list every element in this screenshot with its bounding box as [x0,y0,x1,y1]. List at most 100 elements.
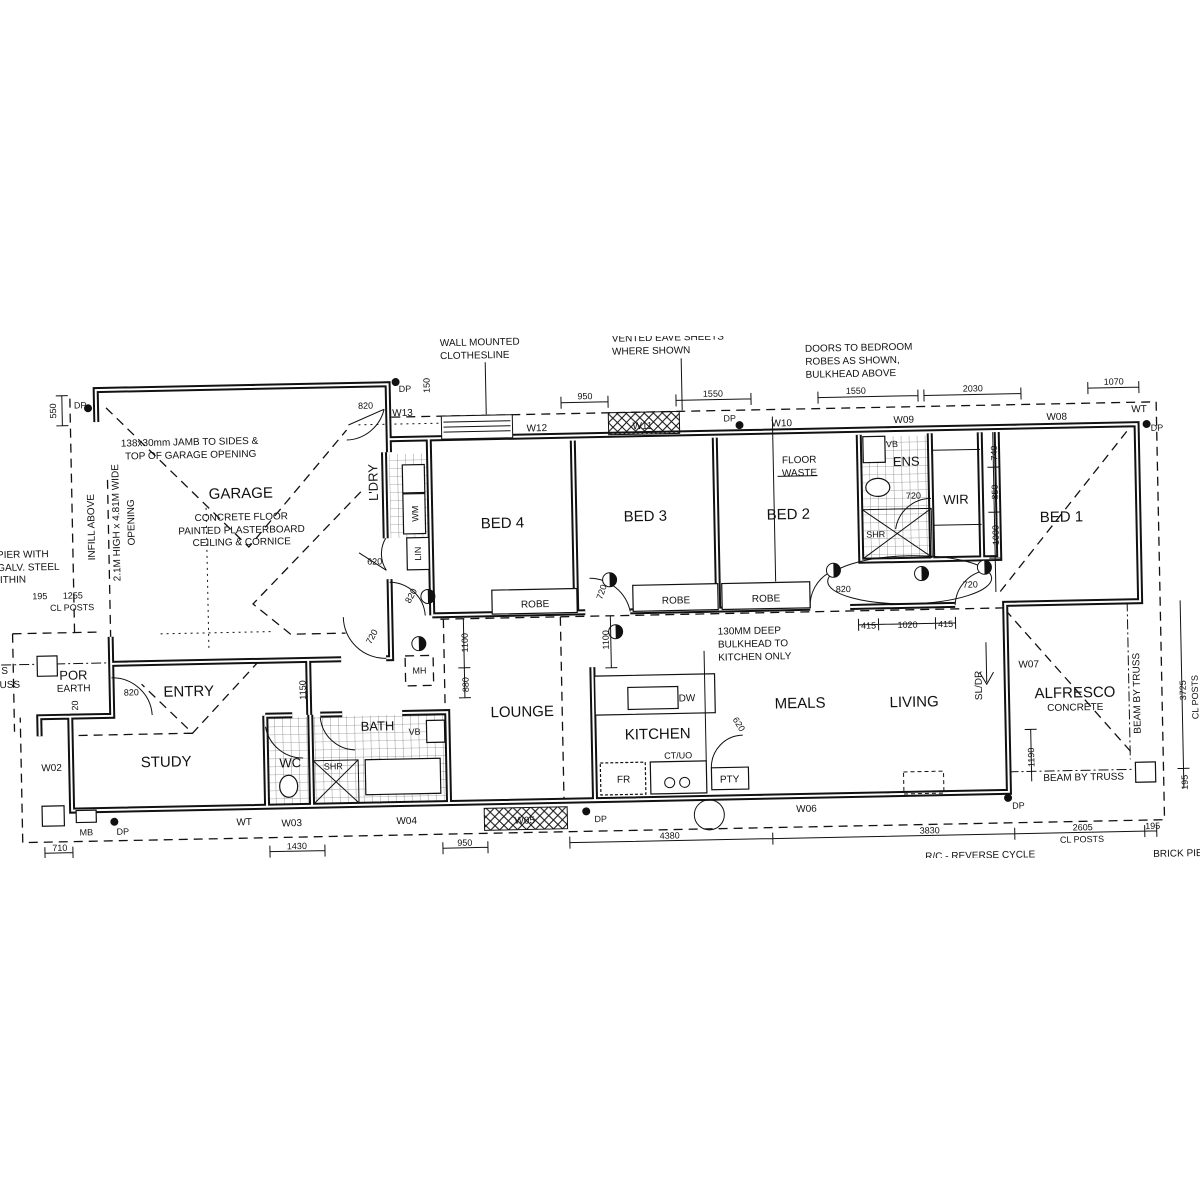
shower-label: SHR [866,529,886,539]
corner-pier [41,805,66,827]
room-study: STUDY [141,753,192,771]
garage-opening-note: 2.1M HIGH x 4.81M WIDE [110,464,123,582]
dimension-label: 1255 [63,590,83,600]
room-labels: GARAGE CONCRETE FLOOR PAINTED PLASTERBOA… [57,439,1116,786]
door-size-label: 720 [594,583,608,600]
robe-label: ROBE [521,599,550,611]
dimension-label: 3725 [1178,680,1188,700]
ensuite-toilet [865,477,891,498]
door-swing-garage [346,408,385,441]
room-laundry: L'DRY [365,464,381,502]
room-bed-1: BED 1 [1040,508,1084,526]
shower-label: SHR [324,761,344,771]
dimension-label: 195 [1145,821,1160,831]
room-bed-4: BED 4 [481,515,525,533]
door-swing-wc [264,726,304,759]
pier-note: PIER WITH [0,549,49,561]
downpipe-label: DP [74,400,87,410]
dimension-label: 2030 [963,383,983,393]
room-garage: GARAGE [209,485,274,503]
room-bed-3: BED 3 [623,508,667,526]
dimension-label: 850 [990,484,1000,499]
room-living: LIVING [889,693,939,711]
room-alfresco: ALFRESCO [1034,684,1115,703]
window-w08: W08 [1046,412,1067,423]
room-bed-2: BED 2 [766,506,810,524]
door-size-label: 720 [963,579,978,589]
garage-note: CEILING & CORNICE [192,536,291,549]
pantry-label: PTY [720,774,740,785]
water-tap-label: WT [1131,404,1147,415]
bathtub [364,757,442,796]
bottom-dimension-lines [44,824,1158,858]
eave-line [19,401,1166,844]
drawing-sheet: WALL MOUNTED CLOTHESLINE VENTED EAVE SHE… [0,331,1200,858]
window-labels: W13 W12 W11 W10 W09 W08 WT W07 W06 W05 W… [41,384,1163,838]
linen-cupboard [406,536,430,571]
pier-note: WITHIN [0,575,26,587]
alfresco-post [1134,761,1157,783]
vented-eave-note: VENTED EAVE SHEETS [612,331,725,344]
door-swing-entry [111,677,153,716]
left-truss-note: S [1,666,8,677]
fridge-space [599,761,647,796]
cl-posts-label: CL POSTS [1060,834,1104,845]
meter-box [75,809,97,824]
clothesline-note: CLOTHESLINE [440,350,510,362]
downpipe-label: DP [594,814,607,824]
misc-dimension-lines [55,395,1190,789]
garage-eave-line [11,398,112,732]
door-swing-pantry [710,734,743,768]
room-kitchen: KITCHEN [625,725,691,743]
window-w09: W09 [893,415,914,426]
left-truss-note: USS [0,680,21,691]
hall-bulkhead-ellipse [827,555,993,605]
room-wir: WIR [943,492,969,508]
washing-machine-label: WM [410,506,420,522]
pier-dimension: 20 [70,700,80,710]
dimension-label: 550 [48,403,58,418]
cl-posts-label: CL POSTS [50,602,94,613]
porch-earth-label: EARTH [57,683,91,695]
dimension-label: 195 [1180,775,1190,790]
bath-shower [312,759,360,805]
window-w05-hatch [483,806,569,831]
robe-bed3 [632,583,719,612]
fridge-label: FR [617,774,631,785]
ensuite-shower [861,507,933,560]
robe-bed4 [491,587,578,615]
infill-note: INFILL ABOVE [86,494,98,561]
alfresco-beam-lines [1008,601,1134,773]
robe-doors-note: DOORS TO BEDROOM [805,342,913,355]
dimension-label: 150 [422,378,432,393]
door-size-label: 820 [124,687,139,697]
window-w11-hatch [607,410,681,436]
window-w07: W07 [1018,659,1039,670]
robe-label: ROBE [752,593,781,605]
dimension-label: 415 [861,620,876,630]
alfresco-note: CONCRETE [1047,702,1104,714]
cooktop [649,760,708,795]
dimension-label: 1100 [460,633,470,653]
downpipes [84,378,1151,826]
door-size-label: 820 [836,584,851,594]
dishwasher-label: DW [679,693,696,704]
dimension-label: 415 [938,619,953,629]
robe-doors-note: BULKHEAD ABOVE [805,368,896,381]
por-post [36,655,59,677]
ensuite-basin [862,435,886,464]
door-swing-shr [319,717,355,751]
vented-eave-note: WHERE SHOWN [612,345,691,358]
wir-shelves [932,448,982,526]
garage-opening-note: OPENING [126,499,138,546]
door-size-label: 620 [731,715,747,733]
room-bath: BATH [360,718,394,734]
door-size-label: 720 [906,491,921,501]
dimension-label: 1550 [703,388,723,398]
dimension-label: 740 [989,445,999,460]
pier-note: GALV. STEEL [0,562,60,574]
jamb-note: 138x30mm JAMB TO SIDES & [121,436,259,450]
door-size-label: 720 [364,628,380,646]
bulkhead-note: 130MM DEEP [718,625,782,637]
